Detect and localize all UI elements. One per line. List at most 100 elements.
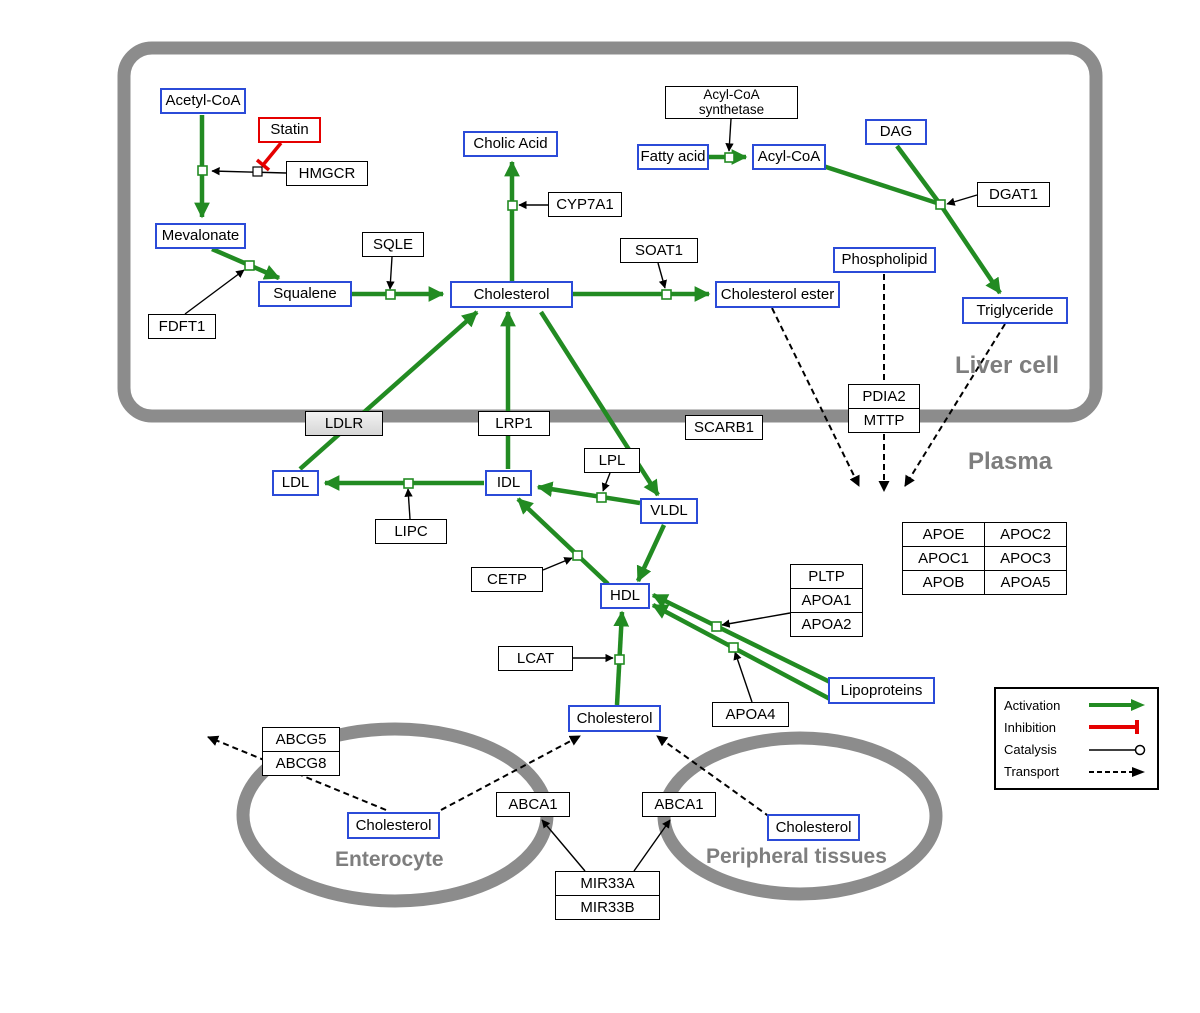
peripheral-tissues-label: Peripheral tissues: [706, 845, 887, 868]
plasma-label: Plasma: [968, 448, 1053, 475]
node-cholesterol-enterocyte[interactable]: Cholesterol: [347, 812, 440, 839]
enterocyte-label: Enterocyte: [335, 848, 444, 871]
node-phospholipid[interactable]: Phospholipid: [833, 247, 936, 273]
node-cholesterol-ester[interactable]: Cholesterol ester: [715, 281, 840, 308]
node-lrp1[interactable]: LRP1: [478, 411, 550, 436]
node-acyl-coa-synthetase[interactable]: Acyl-CoA synthetase: [665, 86, 798, 119]
catalysis-pltp-apoa1-apoa2: [721, 612, 791, 628]
node-lpl[interactable]: LPL: [584, 448, 640, 473]
catalysis-soat1: [657, 262, 667, 289]
node-ldlr[interactable]: LDLR: [305, 411, 383, 436]
node-abca1-enterocyte[interactable]: ABCA1: [496, 792, 570, 817]
transport-cholesterolester-to-plasma: [771, 307, 860, 487]
node-group-abcg5-abcg8: ABCG5 ABCG8: [262, 727, 340, 776]
node-apoc2[interactable]: APOC2: [984, 522, 1067, 547]
node-triglyceride[interactable]: Triglyceride: [962, 297, 1068, 324]
node-lipc[interactable]: LIPC: [375, 519, 447, 544]
acyl-coa-synthetase-line2: synthetase: [698, 101, 765, 117]
node-cholesterol-liver[interactable]: Cholesterol: [450, 281, 573, 308]
edge-vldl-to-idl: [536, 481, 641, 506]
legend-transport-row: Transport: [1004, 762, 1149, 782]
node-vldl[interactable]: VLDL: [640, 498, 698, 524]
inhibition-edge-statin-hmgcr: [255, 141, 283, 172]
node-pltp[interactable]: PLTP: [790, 564, 863, 589]
catalysis-lpl: [601, 472, 611, 492]
node-cholic-acid[interactable]: Cholic Acid: [463, 131, 558, 157]
node-apoc1[interactable]: APOC1: [902, 546, 985, 571]
edge-hdl-to-idl-via-cetp: [516, 497, 610, 586]
edge-dag-to-dgat1-node: [895, 144, 942, 206]
conversion-edges: [194, 115, 1002, 706]
node-sqle[interactable]: SQLE: [362, 232, 424, 257]
node-mttp[interactable]: MTTP: [848, 408, 920, 433]
node-pdia2[interactable]: PDIA2: [848, 384, 920, 409]
arrow-mir33-to-abca1-enterocyte: [541, 819, 586, 872]
inhibition-tbar-symbol: [1089, 720, 1139, 735]
node-ldl[interactable]: LDL: [272, 470, 319, 496]
node-scarb1[interactable]: SCARB1: [685, 415, 763, 440]
node-cyp7a1[interactable]: CYP7A1: [548, 192, 622, 217]
node-cholesterol-plasma[interactable]: Cholesterol: [568, 705, 661, 732]
node-acyl-coa[interactable]: Acyl-CoA: [752, 144, 826, 170]
edge-vldl-to-hdl: [635, 524, 667, 583]
node-group-pltp-apoa1-apoa2: PLTP APOA1 APOA2: [790, 564, 863, 637]
legend-activation-row: Activation: [1004, 695, 1149, 715]
node-idl[interactable]: IDL: [485, 470, 532, 496]
node-lcat[interactable]: LCAT: [498, 646, 573, 671]
legend-transport-label: Transport: [1004, 764, 1060, 780]
transport-edges: [207, 274, 1006, 818]
node-hmgcr[interactable]: HMGCR: [286, 161, 368, 186]
node-lipoproteins[interactable]: Lipoproteins: [828, 677, 935, 704]
liver-cell-label: Liver cell: [955, 352, 1060, 379]
node-acetyl-coa[interactable]: Acetyl-CoA: [160, 88, 246, 114]
node-cholesterol-peripheral[interactable]: Cholesterol: [767, 814, 860, 841]
node-cetp[interactable]: CETP: [471, 567, 543, 592]
legend-activation-label: Activation: [1004, 697, 1061, 713]
catalysis-cetp: [542, 557, 573, 571]
transport-enterocyte-cholesterol-abca1: [440, 735, 581, 811]
node-mir33a[interactable]: MIR33A: [555, 871, 660, 896]
edge-lipoproteins-to-hdl-upper: [651, 592, 831, 685]
anchor-hmgcr-inhibition: [252, 166, 263, 177]
node-apoe[interactable]: APOE: [902, 522, 985, 547]
legend: Activation Inhibition Catalysis Transpor…: [994, 687, 1159, 790]
catalysis-apoa4: [733, 651, 753, 703]
node-dgat1[interactable]: DGAT1: [977, 182, 1050, 207]
node-group-apolipoproteins: APOE APOC2 APOC1 APOC3 APOB APOA5: [902, 522, 1067, 595]
legend-inhibition-row: Inhibition: [1004, 717, 1149, 737]
node-squalene[interactable]: Squalene: [258, 281, 352, 307]
transport-triglyceride-to-plasma: [904, 323, 1006, 487]
node-group-pdia2-mttp: PDIA2 MTTP: [848, 384, 920, 433]
edge-ldl-to-livercholesterol-via-ldlr: [298, 310, 479, 471]
node-apob[interactable]: APOB: [902, 570, 985, 595]
catalysis-hmgcr: [211, 167, 287, 176]
node-group-mir33: MIR33A MIR33B: [555, 871, 660, 920]
arrow-mir33-to-abca1-peripheral: [633, 819, 671, 872]
node-apoc3[interactable]: APOC3: [984, 546, 1067, 571]
node-hdl[interactable]: HDL: [600, 583, 650, 609]
node-soat1[interactable]: SOAT1: [620, 238, 698, 263]
node-mir33b[interactable]: MIR33B: [555, 895, 660, 920]
node-fdft1[interactable]: FDFT1: [148, 314, 216, 339]
node-apoa2[interactable]: APOA2: [790, 612, 863, 637]
legend-catalysis-label: Catalysis: [1004, 742, 1057, 758]
catalysis-circle-symbol: [1089, 744, 1146, 755]
catalysis-lipc: [404, 488, 413, 520]
node-abcg8[interactable]: ABCG8: [262, 751, 340, 776]
acyl-coa-synthetase-line1: Acyl-CoA: [703, 87, 760, 103]
catalysis-dgat1: [946, 194, 978, 206]
node-dag[interactable]: DAG: [865, 119, 927, 145]
node-apoa5[interactable]: APOA5: [984, 570, 1067, 595]
catalysis-sqle: [386, 256, 395, 290]
node-apoa4[interactable]: APOA4: [712, 702, 789, 727]
catalysis-fdft1: [184, 269, 245, 315]
node-mevalonate[interactable]: Mevalonate: [155, 223, 246, 249]
node-abca1-peripheral[interactable]: ABCA1: [642, 792, 716, 817]
node-apoa1[interactable]: APOA1: [790, 588, 863, 613]
node-fatty-acid[interactable]: Fatty acid: [637, 144, 709, 170]
transport-enterocyte-cholesterol-abcg: [207, 735, 387, 811]
node-abcg5[interactable]: ABCG5: [262, 727, 340, 752]
node-statin[interactable]: Statin: [258, 117, 321, 143]
